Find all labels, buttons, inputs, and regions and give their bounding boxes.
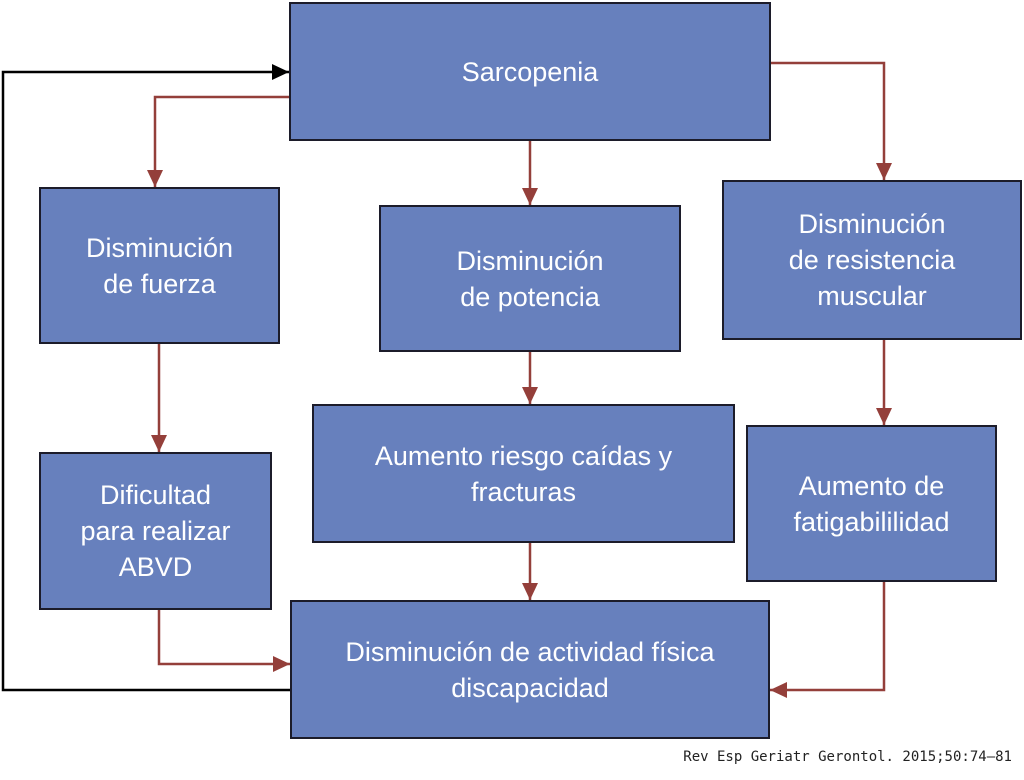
node-label: Dificultad — [99, 480, 212, 510]
node-label: Aumento de — [798, 470, 945, 501]
node-label: Sarcopenia — [461, 56, 599, 87]
node-label: muscular — [817, 281, 927, 311]
node-sarcopenia: Sarcopenia — [289, 2, 771, 141]
arrow-sarcopenia-to-fuerza — [147, 95, 289, 187]
arrow-fatigabilidad-to-actividad — [770, 582, 886, 698]
node-label: Disminución — [85, 232, 234, 263]
arrow-sarcopenia-to-resistencia — [771, 61, 892, 180]
node-aumento-fatigabilidad: Aumento de fatigabililidad — [746, 425, 997, 582]
node-disminucion-resistencia-muscular: Disminución de resistencia muscular — [722, 180, 1022, 340]
node-label: discapacidad — [451, 672, 609, 703]
node-label: fatigabililidad — [793, 506, 950, 537]
node-label: para realizar — [80, 516, 231, 546]
node-label: Disminución — [456, 245, 604, 276]
node-label: de fuerza — [103, 268, 216, 299]
node-label: de resistencia — [788, 245, 956, 275]
arrow-feedback-actividad-to-sarcopenia — [1, 64, 290, 692]
node-disminucion-potencia: Disminución de potencia — [379, 205, 681, 352]
node-label: Disminución — [798, 209, 946, 239]
citation-text: Rev Esp Geriatr Gerontol. 2015;50:74–81 — [683, 749, 1012, 765]
node-disminucion-actividad-fisica: Disminución de actividad física discapac… — [290, 600, 770, 739]
arrow-dificultad-to-actividad — [157, 610, 290, 672]
node-label: de potencia — [460, 281, 600, 312]
node-dificultad-abvd: Dificultad para realizar ABVD — [39, 452, 272, 610]
node-label: ABVD — [118, 552, 193, 582]
node-disminucion-fuerza: Disminución de fuerza — [39, 187, 280, 344]
node-aumento-riesgo-caidas: Aumento riesgo caídas y fracturas — [312, 404, 735, 543]
node-label: fracturas — [470, 476, 577, 507]
node-label: Disminución de actividad física — [345, 636, 715, 667]
node-label: Aumento riesgo caídas y — [374, 440, 673, 471]
